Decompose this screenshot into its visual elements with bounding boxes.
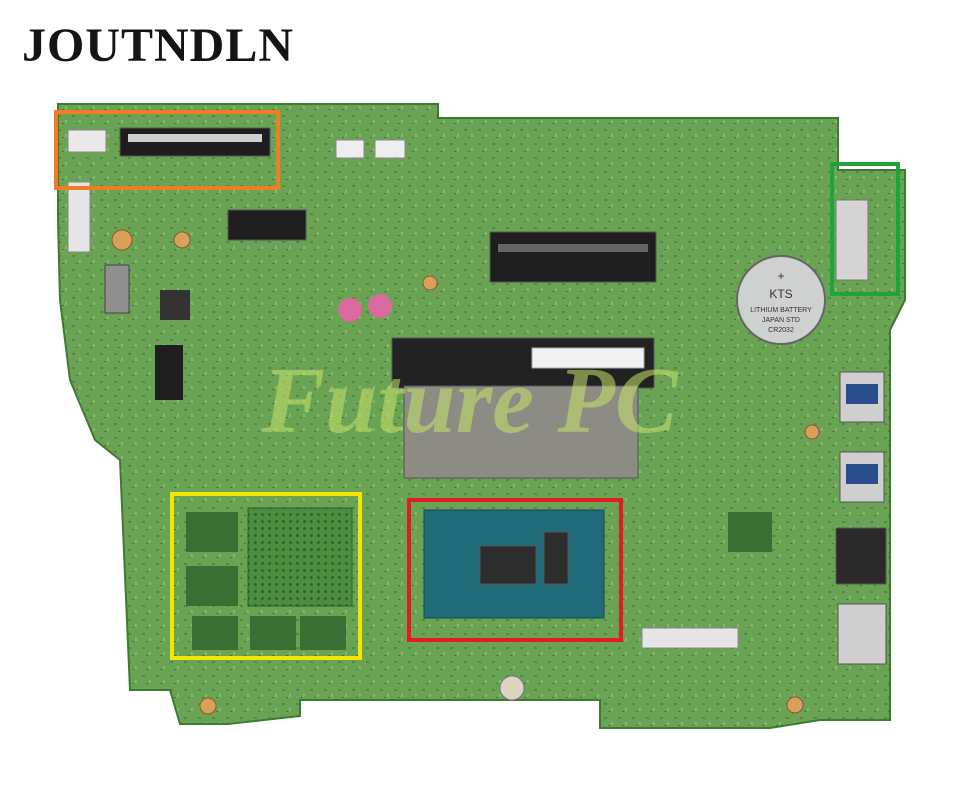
- mount-hole: [422, 275, 438, 291]
- mount-hole: [199, 697, 217, 715]
- inductor: [155, 345, 183, 400]
- vram-chip: [186, 566, 238, 606]
- cpu-die-pch: [543, 531, 569, 585]
- inductor: [104, 264, 130, 314]
- vram-chip: [192, 616, 238, 650]
- hdd-connector: [489, 231, 657, 283]
- battery-text: LITHIUM BATTERY: [750, 307, 812, 314]
- ram-shield: [403, 385, 639, 479]
- battery-text: CR2032: [768, 327, 794, 334]
- battery-text: +: [777, 269, 784, 283]
- small-connector: [374, 139, 406, 159]
- vram-chip: [250, 616, 296, 650]
- hdmi-port: [837, 603, 887, 665]
- vram-chip: [186, 512, 238, 552]
- mount-hole: [111, 229, 133, 251]
- ethernet-port: [835, 527, 887, 585]
- cpu-die-main: [479, 545, 537, 585]
- cmos-battery: [736, 255, 826, 345]
- side-connector: [67, 181, 91, 253]
- vram-chip: [300, 616, 346, 650]
- small-connector: [335, 139, 365, 159]
- m2-slot: [227, 209, 307, 241]
- top-connector-small: [67, 129, 107, 153]
- mount-hole: [173, 231, 191, 249]
- network-chip: [728, 512, 772, 552]
- battery-text: JAPAN STD: [762, 317, 800, 324]
- ram-label-sticker: [531, 347, 645, 369]
- capacitor: [499, 675, 525, 701]
- highlight-box-gpu: [170, 492, 362, 660]
- watermark-text: Future PC: [261, 349, 679, 453]
- highlight-box-side-connector: [830, 162, 900, 296]
- capacitor: [338, 298, 362, 322]
- inductor: [160, 290, 190, 320]
- battery-text: KTS: [769, 287, 792, 301]
- brand-title: JOUTNDLN: [22, 19, 295, 72]
- highlight-box-connectors: [54, 110, 280, 190]
- highlight-box-cpu: [407, 498, 623, 642]
- flat-cable-connector: [641, 627, 739, 649]
- side-connector: [835, 199, 869, 281]
- capacitor: [368, 294, 392, 318]
- mount-hole: [804, 424, 820, 440]
- mount-hole: [786, 696, 804, 714]
- gpu-chip: [247, 507, 353, 607]
